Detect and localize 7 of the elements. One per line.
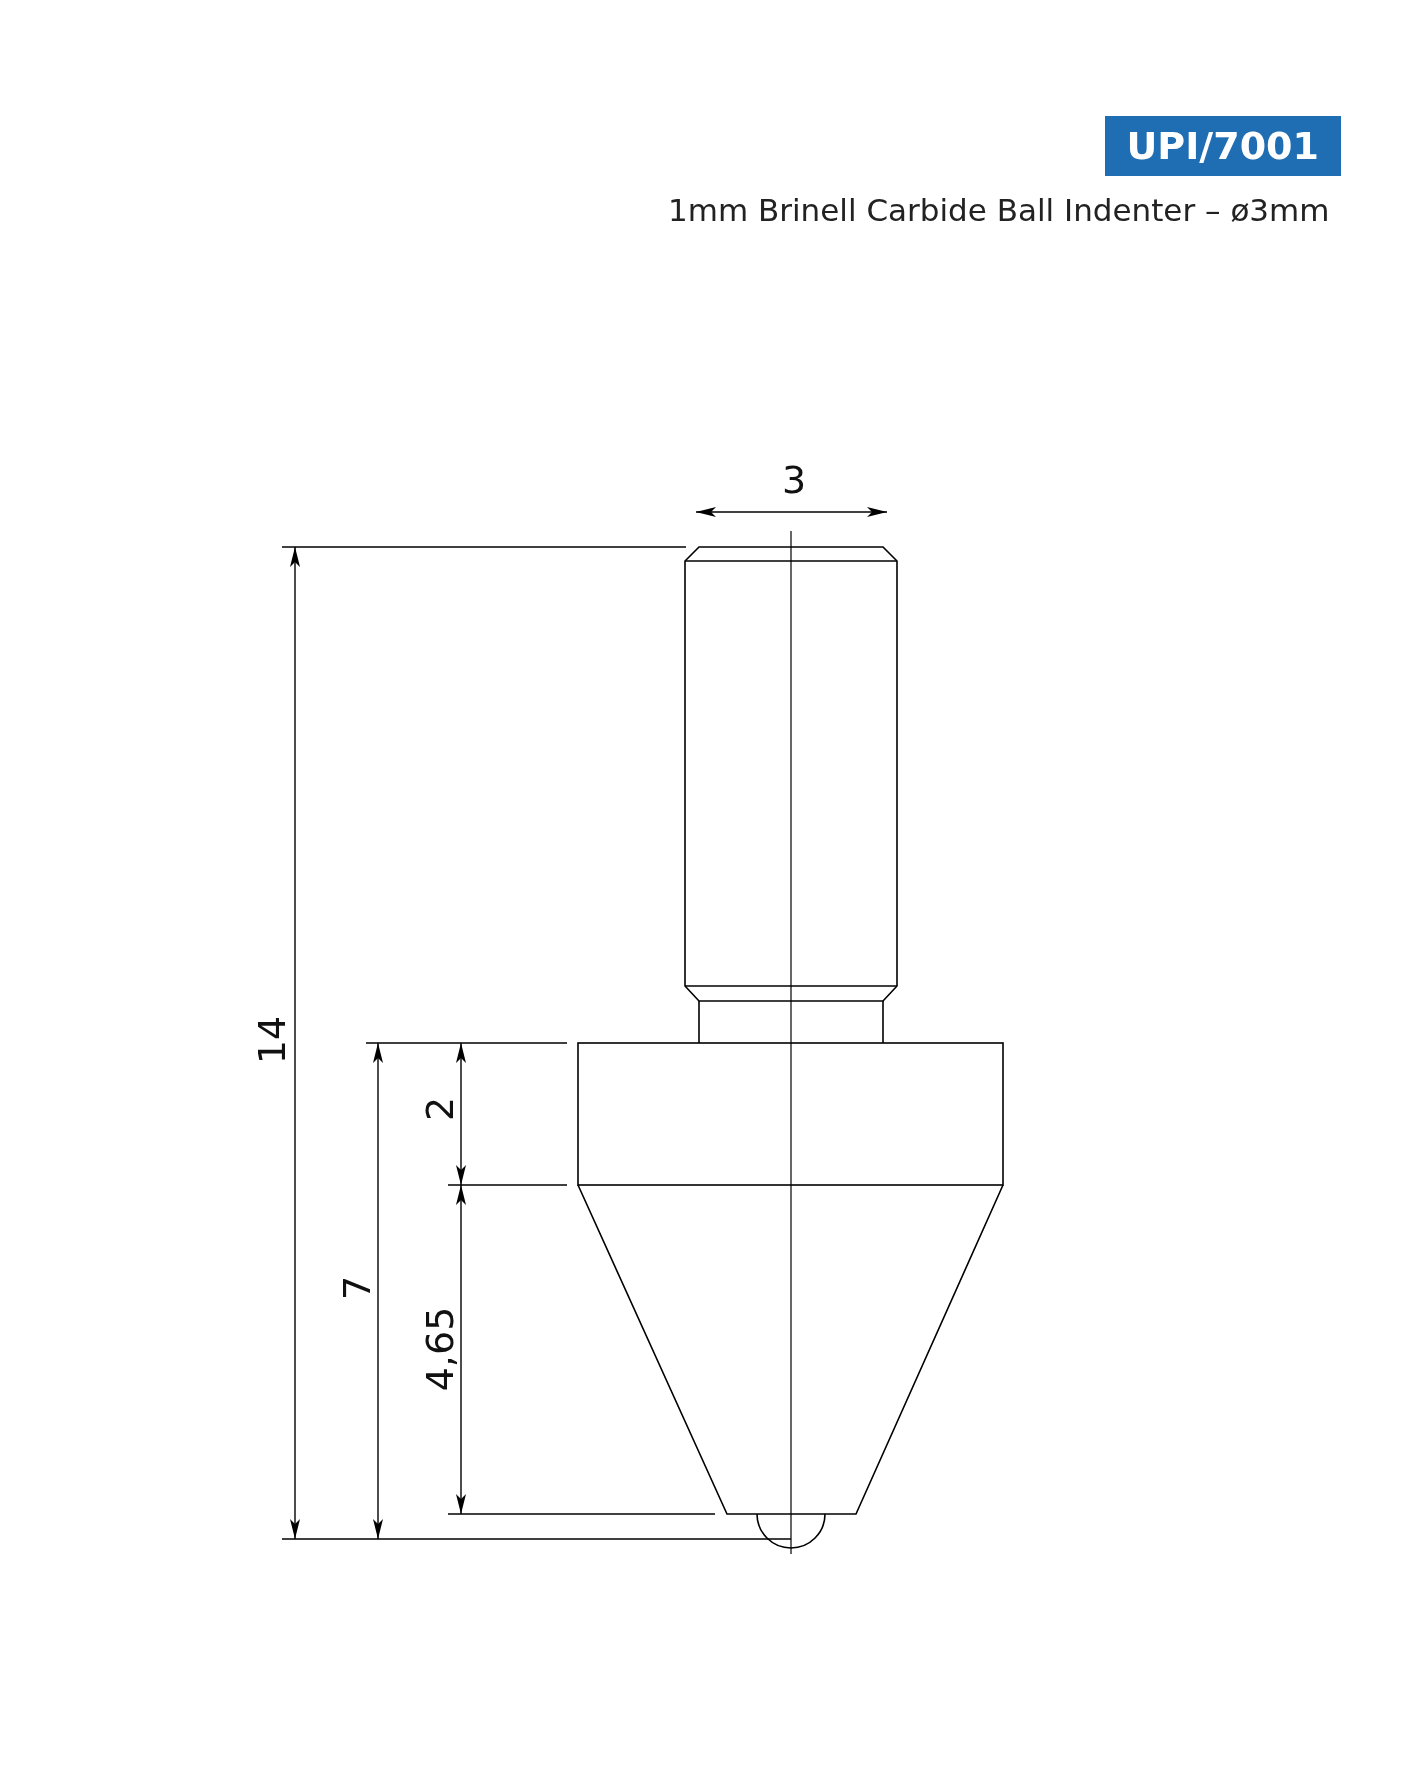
part-number-badge: UPI/7001 [1104, 116, 1341, 176]
dimension-label: 7 [338, 1275, 377, 1301]
subtitle-text: 1mm Brinell Carbide Ball Indenter – ø3mm [668, 194, 1330, 226]
dimension-label: 14 [253, 1015, 292, 1065]
dimension-label: 2 [421, 1096, 460, 1122]
dimension-label: 4,65 [420, 1306, 459, 1392]
dimension-label: 3 [782, 461, 807, 499]
